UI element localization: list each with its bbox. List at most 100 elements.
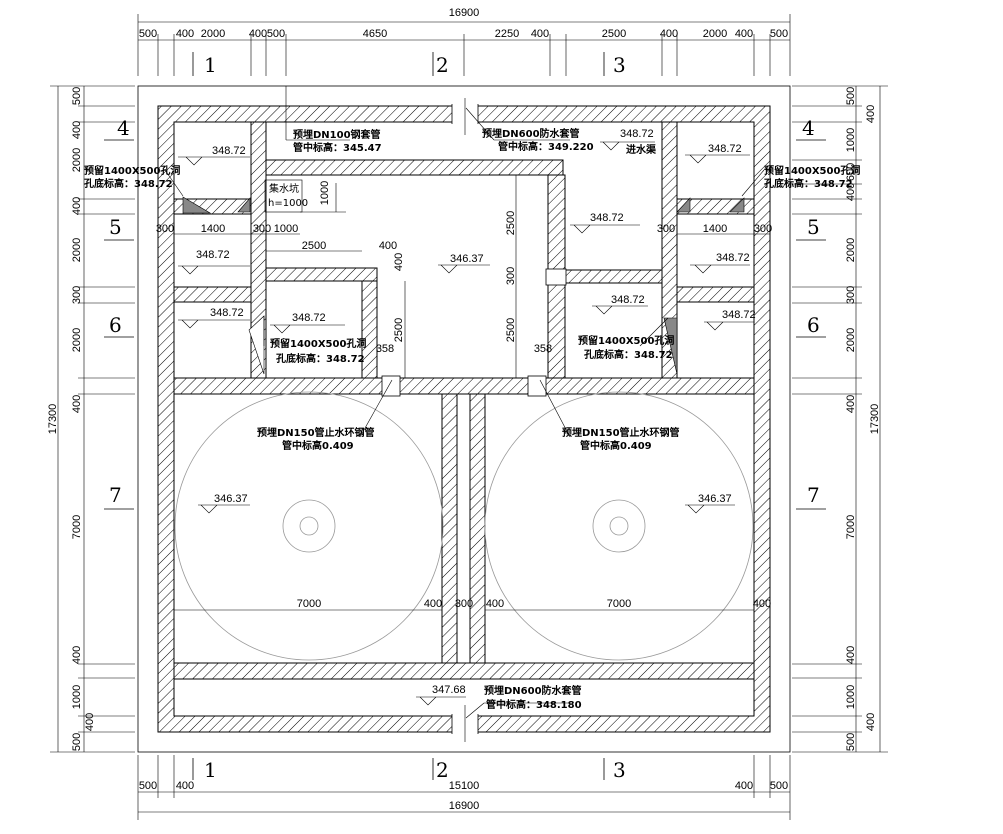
note-dn150-left-b: 管中标高0.409 <box>282 439 354 452</box>
axis-bottom-2: 2 <box>436 758 449 782</box>
dim-top-12: 500 <box>770 28 788 40</box>
annotation-notes: 预埋DN100钢套管 管中标高：345.47 预埋DN600防水套管 管中标高：… <box>84 127 860 711</box>
dim-left-1: 400 <box>71 121 83 139</box>
dim-left-10: 400 <box>71 646 83 664</box>
axis-left-6: 6 <box>109 313 122 337</box>
note-dn100-b: 管中标高：345.47 <box>293 141 382 154</box>
top-dimensions: 16900 500 400 2000 400 500 4650 2250 400… <box>137 7 791 76</box>
dim-top-0: 500 <box>139 28 157 40</box>
dim-total-width-top: 16900 <box>449 7 480 19</box>
dim-bottom-1: 400 <box>176 780 194 792</box>
dim-total-height-left: 17300 <box>47 404 59 435</box>
dim-300-right-b: 300 <box>754 223 772 235</box>
note-dn150-right-a: 预埋DN150管止水环钢管 <box>562 426 680 439</box>
note-hole-mid-b: 孔底标高：348.72 <box>276 352 365 365</box>
dim-total-width-bottom: 16900 <box>449 800 480 812</box>
dim-1000: 1000 <box>274 223 298 235</box>
dim-right-5: 2000 <box>845 238 857 262</box>
level-8: 348.72 <box>716 252 750 264</box>
note-inlet: 进水渠 <box>626 143 657 156</box>
note-hole-mid2-b: 孔底标高：348.72 <box>584 348 673 361</box>
level-tank-left: 346.37 <box>214 493 248 505</box>
dim-top-6: 2250 <box>495 28 519 40</box>
level-6: 348.72 <box>708 143 742 155</box>
dim-7000-left: 7000 <box>297 598 321 610</box>
internal-dimensions: 1400 300 300 1000 2500 400 400 2500 2500… <box>156 181 772 610</box>
bottom-dimensions: 15100 16900 500 400 400 500 <box>137 755 791 820</box>
dim-400-a: 400 <box>379 240 397 252</box>
dim-2500-v1: 2500 <box>505 211 517 235</box>
dim-358-left: 358 <box>376 343 394 355</box>
dim-left-5: 2000 <box>71 238 83 262</box>
dim-358-right: 358 <box>534 343 552 355</box>
hole-wedges <box>182 196 745 375</box>
note-dn600-bottom-a: 预埋DN600防水套管 <box>484 684 582 697</box>
axis-right-4: 4 <box>802 116 815 140</box>
dim-top-1: 400 <box>176 28 194 40</box>
tank-right <box>484 391 754 661</box>
note-dn150-right-b: 管中标高0.409 <box>580 439 652 452</box>
dim-2500-v3: 2500 <box>393 318 405 342</box>
dim-left-13: 500 <box>71 733 83 751</box>
note-dn600-bottom-b: 管中标高：348.180 <box>486 698 582 711</box>
dim-2500-h: 2500 <box>302 240 326 252</box>
dim-top-11: 400 <box>735 28 753 40</box>
dim-left-7: 2000 <box>71 328 83 352</box>
dim-1400-left: 1400 <box>201 223 225 235</box>
tank-left <box>174 391 444 661</box>
dim-top-4: 500 <box>267 28 285 40</box>
axis-left-4: 4 <box>117 116 130 140</box>
dim-right-10: 400 <box>845 646 857 664</box>
dim-400-c: 400 <box>424 598 442 610</box>
dim-right-7: 2000 <box>845 328 857 352</box>
note-hole-left-a: 预留1400X500孔洞 <box>84 164 180 177</box>
level-4: 348.72 <box>292 312 326 324</box>
dim-left-9: 7000 <box>71 515 83 539</box>
dim-bottom-0: 500 <box>139 780 157 792</box>
dim-right-4: 400 <box>845 183 857 201</box>
dim-left-2: 2000 <box>71 148 83 172</box>
note-dn150-left-a: 预埋DN150管止水环钢管 <box>257 426 375 439</box>
dim-total-height-right: 17300 <box>869 404 881 435</box>
dim-right-1: 400 <box>865 105 877 123</box>
base-slab-outline <box>137 85 791 753</box>
axis-top-1: 1 <box>204 53 217 77</box>
dim-1000-v: 1000 <box>319 181 331 205</box>
level-3: 348.72 <box>210 307 244 319</box>
dim-left-11: 1000 <box>71 685 83 709</box>
dim-300-left-a: 300 <box>156 223 174 235</box>
dim-right-12: 400 <box>865 713 877 731</box>
dim-top-3: 400 <box>249 28 267 40</box>
note-dn600-top-b: 管中标高：349.220 <box>498 140 594 153</box>
level-10: 348.72 <box>722 309 756 321</box>
dim-300-left-b: 300 <box>253 223 271 235</box>
axis-right-7: 7 <box>807 483 820 507</box>
axis-top-3: 3 <box>613 53 626 77</box>
axis-left-7: 7 <box>109 483 122 507</box>
note-dn100-a: 预埋DN100钢套管 <box>293 128 381 141</box>
level-bottom: 347.68 <box>432 684 466 696</box>
dim-top-9: 400 <box>660 28 678 40</box>
level-tank-right: 346.37 <box>698 493 732 505</box>
dim-400-e: 400 <box>753 598 771 610</box>
note-hole-right-a: 预留1400X500孔洞 <box>764 164 860 177</box>
level-7: 348.72 <box>590 212 624 224</box>
left-dimensions: 17300 500 400 2000 400 2000 300 2000 400… <box>47 85 135 753</box>
axis-bottom-3: 3 <box>613 758 626 782</box>
dim-top-2: 2000 <box>201 28 225 40</box>
dim-top-5: 4650 <box>363 28 387 40</box>
dim-300-right-a: 300 <box>657 223 675 235</box>
dim-2500-v2: 2500 <box>505 318 517 342</box>
dim-1400-right: 1400 <box>703 223 727 235</box>
level-9: 348.72 <box>611 294 645 306</box>
axis-left-5: 5 <box>109 215 122 239</box>
axis-right-5: 5 <box>807 215 820 239</box>
axis-top-2: 2 <box>436 53 449 77</box>
dim-right-2: 1000 <box>845 128 857 152</box>
dim-top-10: 2000 <box>703 28 727 40</box>
dim-400-d: 400 <box>486 598 504 610</box>
leader-lines <box>164 86 765 719</box>
dim-right-6: 300 <box>845 286 857 304</box>
note-hole-left-b: 孔底标高：348.72 <box>84 177 173 190</box>
